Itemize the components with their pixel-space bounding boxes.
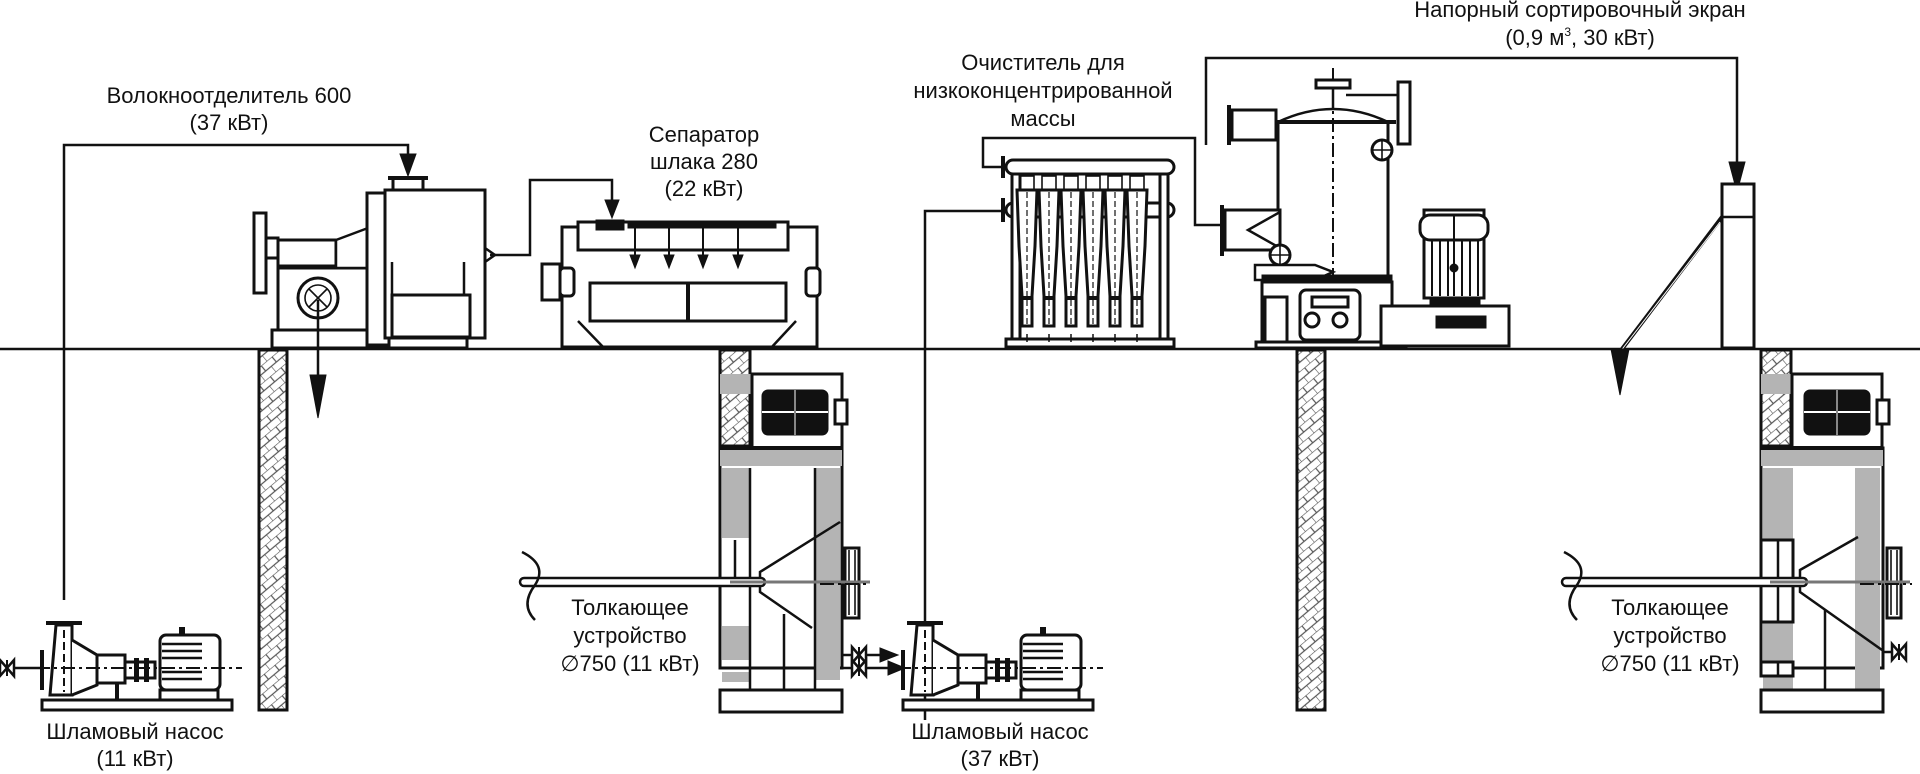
label-cleaner-line3: массы — [1010, 106, 1075, 131]
low-consistency-cleaner[interactable] — [1001, 156, 1176, 349]
label-cleaner-line2: низкоконцентрированной — [913, 78, 1172, 103]
pusher-device-1[interactable] — [718, 372, 861, 714]
pressure-screen-motor — [1379, 208, 1511, 348]
label-slurry-pump-1-line1: Шламовый насос — [46, 719, 223, 744]
label-pusher-2: Толкающее устройство ∅750 (11 кВт) — [1600, 595, 1739, 676]
pusher-shaft-2 — [1560, 550, 1912, 621]
label-slurry-pump-2-line2: (37 кВт) — [961, 746, 1040, 771]
label-slag-separator-line1: Сепаратор — [649, 122, 760, 147]
standpipe-tank — [1610, 182, 1756, 396]
label-pusher-2-line3: ∅750 (11 кВт) — [1600, 651, 1739, 676]
label-slurry-pump-2-line1: Шламовый насос — [911, 719, 1088, 744]
slurry-pump-1[interactable] — [0, 621, 244, 712]
label-pusher-2-line2: устройство — [1613, 623, 1726, 648]
label-pusher-1: Толкающее устройство ∅750 (11 кВт) — [560, 595, 699, 676]
label-cleaner-line1: Очиститель для — [961, 50, 1125, 75]
label-pressure-screen-line1: Напорный сортировочный экран — [1414, 0, 1745, 22]
label-fiber-separator: Волокноотделитель 600 (37 кВт) — [107, 83, 352, 135]
brick-wall-3 — [1295, 348, 1327, 712]
pipe-screen-to-tank — [1204, 56, 1746, 194]
label-pusher-2-line1: Толкающее — [1611, 595, 1728, 620]
label-pusher-1-line3: ∅750 (11 кВт) — [560, 651, 699, 676]
label-slag-separator-line2: шлака 280 — [650, 149, 758, 174]
label-slurry-pump-1-line2: (11 кВт) — [96, 746, 173, 771]
label-low-consistency-cleaner: Очиститель для низкоконцентрированной ма… — [913, 50, 1172, 131]
slag-separator[interactable] — [540, 219, 822, 350]
chest1-outlet-valve[interactable] — [842, 645, 900, 665]
label-slurry-pump-1: Шламовый насос (11 кВт) — [46, 719, 223, 771]
pipe-cleaner-to-screen — [981, 136, 1222, 227]
fiber-separator[interactable] — [252, 176, 498, 350]
brick-wall-4 — [1759, 348, 1793, 448]
label-pusher-1-line1: Толкающее — [571, 595, 688, 620]
label-pressure-screen-line2: (0,9 м3, 30 кВт) — [1505, 25, 1655, 50]
pipe-fiber-to-slag — [490, 178, 620, 257]
pusher-shaft-1 — [518, 550, 870, 621]
label-slurry-pump-2: Шламовый насос (37 кВт) — [911, 719, 1088, 771]
label-slag-separator-line3: (22 кВт) — [665, 176, 744, 201]
brick-wall-1 — [257, 348, 289, 712]
chest2-outlet-valve[interactable] — [1883, 642, 1908, 662]
label-pusher-1-line2: устройство — [573, 623, 686, 648]
brick-wall-2 — [718, 348, 752, 448]
label-pressure-screen: Напорный сортировочный экран (0,9 м3, 30… — [1414, 0, 1745, 50]
pressure-screen[interactable] — [1220, 68, 1412, 350]
pipe-pump1-to-fiber-separator — [62, 143, 417, 600]
label-fiber-separator-line1: Волокноотделитель 600 — [107, 83, 352, 108]
label-slag-separator: Сепаратор шлака 280 (22 кВт) — [649, 122, 760, 201]
reject-arrow-down — [309, 300, 327, 419]
pipe-cleaner-feed — [923, 209, 1003, 720]
slurry-pump-2[interactable] — [850, 621, 1105, 712]
label-fiber-separator-line2: (37 кВт) — [190, 110, 269, 135]
